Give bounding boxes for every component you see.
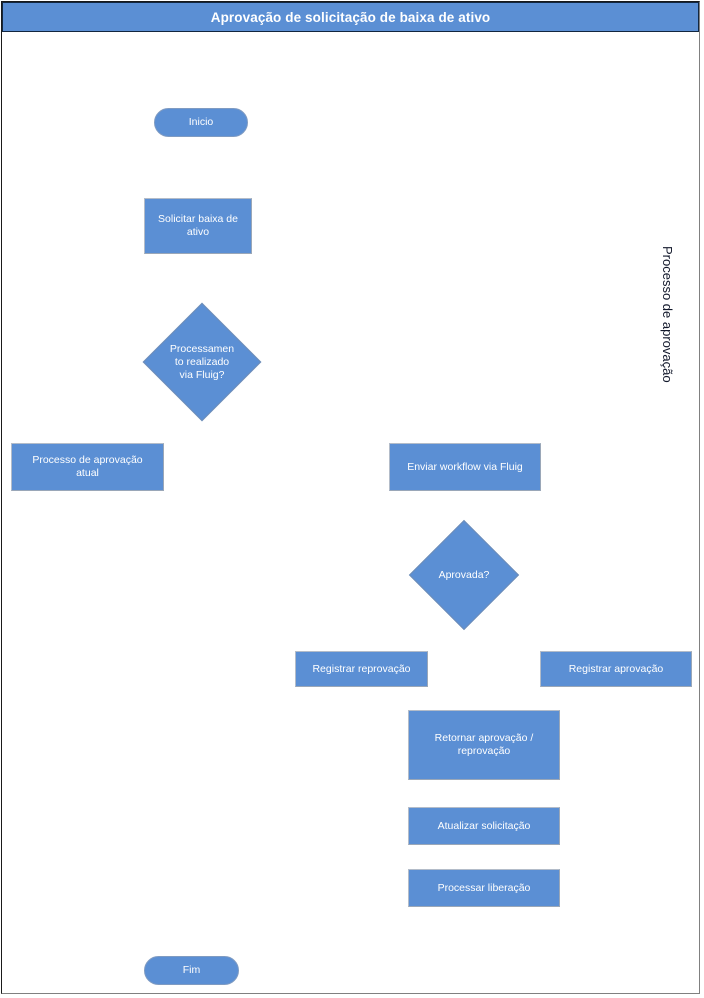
node-inicio-label: Inicio	[188, 116, 214, 128]
node-processar-liberacao-label: Processar liberação	[437, 881, 531, 894]
node-registrar-aprovacao-label: Registrar aprovação	[568, 662, 664, 675]
node-solicitar-baixa-de-ativo[interactable]: Solicitar baixa de ativo	[144, 198, 252, 254]
node-enviar-workflow-via-fluig[interactable]: Enviar workflow via Fluig	[389, 443, 541, 491]
node-registrar-aprovacao[interactable]: Registrar aprovação	[540, 651, 692, 687]
node-retornar-aprovacao-reprovacao-label: Retornar aprovação / reprovação	[434, 732, 534, 757]
lane-label-processo-de-aprovacao: Processo de aprovação	[660, 246, 675, 383]
node-fim[interactable]: Fim	[144, 956, 239, 985]
node-processo-de-aprovacao-atual-label: Processo de aprovação atual	[32, 454, 143, 479]
diagram-title-bar: Aprovação de solicitação de baixa de ati…	[2, 2, 699, 32]
node-atualizar-solicitacao[interactable]: Atualizar solicitação	[408, 807, 560, 845]
node-processamento-via-fluig-label: Processamen to realizado via Fluig?	[169, 342, 235, 381]
node-aprovada[interactable]: Aprovada?	[408, 519, 520, 631]
node-processo-de-aprovacao-atual[interactable]: Processo de aprovação atual	[11, 443, 164, 491]
node-retornar-aprovacao-reprovacao[interactable]: Retornar aprovação / reprovação	[408, 710, 560, 780]
node-registrar-reprovacao-label: Registrar reprovação	[312, 662, 411, 675]
node-fim-label: Fim	[182, 964, 201, 976]
page-title: Aprovação de solicitação de baixa de ati…	[210, 9, 491, 25]
node-inicio[interactable]: Inicio	[154, 108, 248, 137]
node-processamento-via-fluig[interactable]: Processamen to realizado via Fluig?	[142, 302, 262, 422]
node-atualizar-solicitacao-label: Atualizar solicitação	[437, 819, 531, 832]
node-registrar-reprovacao[interactable]: Registrar reprovação	[295, 651, 428, 687]
node-processar-liberacao[interactable]: Processar liberação	[408, 869, 560, 907]
node-enviar-workflow-via-fluig-label: Enviar workflow via Fluig	[407, 460, 523, 473]
node-aprovada-label: Aprovada?	[438, 568, 490, 581]
node-solicitar-baixa-de-ativo-label: Solicitar baixa de ativo	[158, 213, 238, 238]
